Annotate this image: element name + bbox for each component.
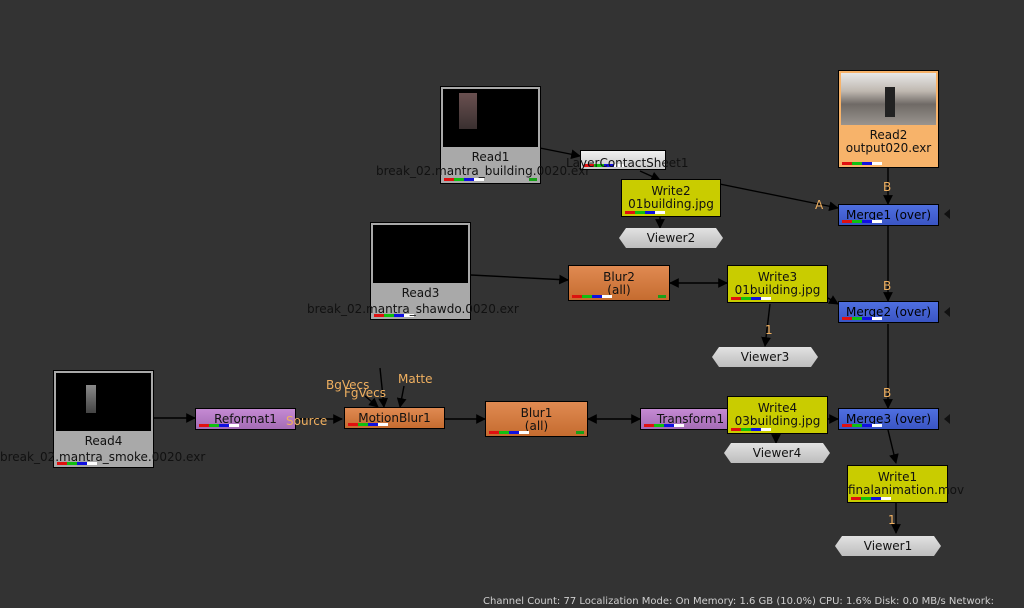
write1-title: Write1	[877, 470, 918, 484]
transform1-node[interactable]: Transform1	[640, 408, 741, 430]
channel-indicator	[199, 424, 239, 427]
channel-indicator	[529, 178, 537, 181]
status-bar: Channel Count: 77 Localization Mode: On …	[483, 596, 995, 607]
pin-label-bgvecs: BgVecs	[326, 378, 370, 392]
channel-indicator	[842, 317, 882, 320]
merge1-node[interactable]: Merge1 (over)	[838, 204, 939, 226]
read3-node[interactable]: Read3	[370, 222, 471, 320]
read2-node[interactable]: Read2 output020.exr	[838, 70, 939, 168]
channel-indicator	[374, 314, 414, 317]
write3-title: Write3	[757, 270, 798, 284]
layercontactsheet1-title: LayerContactSheet1	[566, 156, 689, 170]
merge1-mask-input-tab[interactable]	[944, 209, 950, 219]
channel-indicator	[57, 462, 97, 465]
read3-title: Read3	[401, 286, 440, 300]
building-render-image	[459, 93, 477, 129]
pin-label-b: B	[883, 180, 892, 194]
read4-node[interactable]: Read4	[53, 370, 154, 468]
reformat1-title: Reformat1	[214, 412, 277, 426]
read4-title: Read4	[84, 434, 123, 448]
read1-node[interactable]: Read1	[440, 86, 541, 184]
channel-indicator	[576, 431, 584, 434]
blur2-node[interactable]: Blur2 (all)	[568, 265, 670, 301]
read4-thumbnail	[56, 373, 151, 431]
write1-filename: finalanimation.mov	[848, 483, 965, 497]
channel-indicator	[572, 295, 612, 298]
pin-label-source: Source	[286, 414, 328, 428]
read4-filename: break_02.mantra_smoke.0020.exr	[0, 450, 206, 464]
read2-filename: output020.exr	[845, 141, 932, 155]
read3-filename: break_02.mantra_shawdo.0020.exr	[307, 302, 519, 316]
read1-thumbnail	[443, 89, 538, 147]
merge2-mask-input-tab[interactable]	[944, 307, 950, 317]
blur1-title: Blur1	[520, 406, 553, 420]
write4-node[interactable]: Write4 03building.jpg	[727, 396, 828, 434]
write2-filename: 01building.jpg	[628, 197, 714, 211]
channel-indicator	[625, 211, 665, 214]
read3-thumbnail	[373, 225, 468, 283]
street-photo-image	[885, 87, 895, 117]
merge2-node[interactable]: Merge2 (over)	[838, 301, 939, 323]
viewer2-node[interactable]: Viewer2	[619, 228, 723, 248]
viewer1-node[interactable]: Viewer1	[835, 536, 941, 556]
write4-filename: 03building.jpg	[734, 414, 821, 428]
motionblur1-title: MotionBlur1	[358, 411, 431, 425]
pin-label-fgvecs: FgVecs	[344, 386, 387, 400]
pin-label-a: A	[815, 198, 824, 212]
channel-indicator	[842, 162, 882, 165]
read2-title: Read2	[869, 128, 908, 142]
merge3-mask-input-tab[interactable]	[944, 414, 950, 424]
write3-filename: 01building.jpg	[734, 283, 821, 297]
merge3-node[interactable]: Merge3 (over)	[838, 408, 939, 430]
blur2-title: Blur2	[603, 270, 635, 284]
reformat1-node[interactable]: Reformat1	[195, 408, 296, 430]
read2-thumbnail	[841, 73, 936, 125]
write4-title: Write4	[757, 401, 798, 415]
pin-label-b: B	[883, 279, 892, 293]
channel-indicator	[842, 424, 882, 427]
transform1-title: Transform1	[656, 412, 725, 426]
viewer4-node[interactable]: Viewer4	[724, 443, 830, 463]
write2-node[interactable]: Write2 01building.jpg	[621, 179, 721, 217]
blur1-node[interactable]: Blur1 (all)	[485, 401, 588, 437]
channel-indicator	[851, 497, 891, 500]
write3-node[interactable]: Write3 01building.jpg	[727, 265, 828, 303]
channel-indicator	[644, 424, 684, 427]
channel-indicator	[842, 220, 882, 223]
viewer3-node[interactable]: Viewer3	[712, 347, 818, 367]
write2-title: Write2	[651, 184, 691, 198]
motionblur1-node[interactable]: MotionBlur1	[344, 407, 445, 429]
merge2-title: Merge2 (over)	[845, 305, 932, 319]
write1-node[interactable]: Write1 finalanimation.mov	[847, 465, 965, 503]
pin-label-1: 1	[765, 323, 773, 337]
read1-filename: break_02.mantra_building.0020.exr	[376, 164, 591, 178]
channel-indicator	[348, 423, 388, 426]
channel-indicator	[658, 295, 666, 298]
channel-indicator	[489, 431, 529, 434]
pin-label-1: 1	[888, 513, 896, 527]
layercontactsheet1-node[interactable]	[580, 150, 666, 170]
smoke-render-image	[86, 385, 96, 413]
channel-indicator	[584, 164, 624, 167]
merge3-title: Merge3 (over)	[845, 412, 932, 426]
merge1-title: Merge1 (over)	[845, 208, 932, 222]
channel-indicator	[731, 428, 771, 431]
channel-indicator	[444, 178, 484, 181]
blur1-channels: (all)	[524, 419, 549, 433]
channel-indicator	[731, 297, 771, 300]
read1-title: Read1	[471, 150, 510, 164]
blur2-channels: (all)	[607, 283, 631, 297]
pin-label-b: B	[883, 386, 892, 400]
pin-label-matte: Matte	[398, 372, 433, 386]
